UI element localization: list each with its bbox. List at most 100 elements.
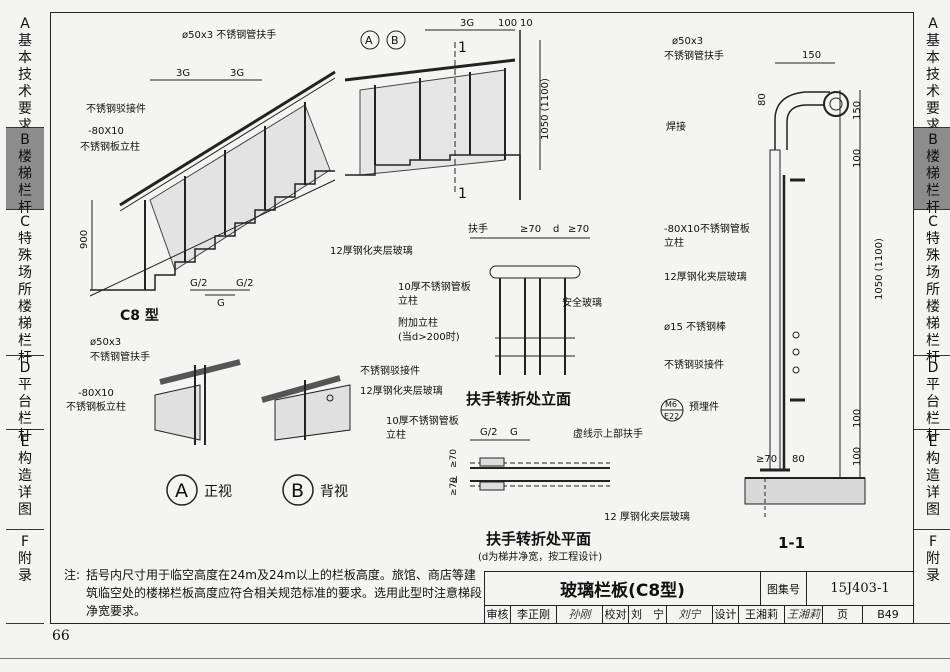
section-handrail-name: 不锈钢管扶手 [664, 49, 724, 62]
tab-char: 梯 [926, 316, 940, 332]
elev-dim-g2-a: G/2 [190, 278, 207, 289]
section-dim-100b: 100 [852, 409, 863, 428]
turn-elev-dim-70b: ≥70 [568, 224, 589, 235]
review-label: 审核 [485, 605, 511, 623]
turn-elev-dim-70a: ≥70 [520, 224, 541, 235]
tab-char: 梯 [18, 166, 32, 182]
tab-char: 特 [18, 231, 32, 247]
section-embed-e: E22 [664, 412, 679, 421]
stair-posts [144, 102, 306, 290]
tab-char: 录 [18, 568, 32, 584]
tab-char: 栏 [18, 411, 32, 427]
atlas-label: 图集号 [761, 572, 807, 605]
elev-label-connector: 不锈钢驳接件 [86, 102, 146, 115]
view-a-circle-icon [166, 474, 198, 506]
tab-char: 所 [926, 282, 940, 298]
designer-signature: 王湘莉 [785, 605, 823, 623]
turn-plan-caption: 扶手转折处平面 [486, 530, 591, 548]
reviewer-name: 李正刚 [511, 605, 557, 623]
checker-signature: 刘宁 [667, 605, 713, 623]
elev-label-post-2: 不锈钢板立柱 [80, 140, 140, 153]
turn-plan-post-2: 立柱 [386, 428, 406, 441]
turn-elev-post-2: 立柱 [398, 294, 418, 307]
view-b-letter: B [291, 480, 304, 502]
tab-char: 栏 [18, 183, 32, 199]
section-weld: 焊接 [666, 120, 686, 133]
section-ref-dim-3g: 3G [460, 18, 474, 29]
elev-dim-3g-a: 3G [176, 68, 190, 79]
elev-dim-g: G [217, 298, 225, 309]
turn-plan-glass: 12 厚钢化夹层玻璃 [604, 510, 690, 523]
tab-char: 图 [18, 502, 32, 518]
tab-letter: B [928, 132, 938, 148]
section-1-1 [744, 62, 866, 520]
design-label: 设计 [713, 605, 739, 623]
section-handrail-tube [823, 91, 849, 117]
tab-char: 详 [18, 485, 32, 501]
turn-plan-dashed: 虚线示上部扶手 [573, 427, 643, 440]
section-post-2: 立柱 [664, 236, 684, 249]
tab-letter: C [20, 214, 30, 230]
turn-elev-dim-d: d [553, 224, 559, 235]
drawing-title: 玻璃栏板(C8型) [485, 572, 761, 605]
note-label: 注: [64, 568, 81, 582]
tab-char: 殊 [18, 248, 32, 264]
page-number: 66 [52, 628, 70, 644]
turn-elev-post-1: 10厚不锈钢管板 [398, 280, 471, 293]
tab-char: 杆 [18, 350, 32, 366]
tab-letter: E [928, 434, 938, 450]
section-dim-100c: 100 [852, 447, 863, 466]
tab-char: 殊 [926, 248, 940, 264]
detail-connector: 不锈钢驳接件 [360, 364, 420, 377]
elev-label-glass: 12厚钢化夹层玻璃 [330, 244, 413, 257]
turn-plan-side-70b: ≥70 [449, 477, 459, 496]
section-dim-80: 80 [757, 93, 768, 106]
tab-char: 杆 [926, 200, 940, 216]
tab-char: 特 [926, 231, 940, 247]
detail-glass: 12厚钢化夹层玻璃 [360, 384, 443, 397]
tab-char: 附 [18, 551, 32, 567]
tab-letter: C [928, 214, 938, 230]
tab-char: 栏 [926, 183, 940, 199]
section-ref-b: B [391, 34, 399, 47]
section-handrail-size: ø50x3 [672, 36, 703, 47]
turn-plan [470, 439, 610, 491]
tab-char: 杆 [18, 200, 32, 216]
section-rod: ø15 不锈钢棒 [664, 320, 726, 333]
tab-char: 杆 [926, 350, 940, 366]
turn-plan-side-70a: ≥70 [449, 449, 459, 468]
detail-view-a [154, 359, 241, 445]
tab-char: 梯 [18, 316, 32, 332]
tab-letter: D [927, 360, 939, 376]
turn-plan-side-d: d [452, 476, 458, 486]
tab-char: 台 [926, 394, 940, 410]
tab-char: 术 [926, 84, 940, 100]
tab-char: 基 [926, 33, 940, 49]
section-dim-80b: 80 [792, 454, 805, 465]
tab-char: 构 [926, 451, 940, 467]
section-ref-cut-bottom: 1 [458, 186, 467, 202]
turn-plan-post-1: 10厚不锈钢管板 [386, 414, 459, 427]
turn-plan-subcaption: (d为梯井净宽，按工程设计) [478, 550, 602, 563]
turn-elev-caption: 扶手转折处立面 [466, 390, 571, 408]
section-ref-a: A [365, 34, 373, 47]
detail-post-name: 不锈钢板立柱 [66, 400, 126, 413]
tab-char: 附 [926, 551, 940, 567]
turn-elev-handrail: 扶手 [468, 222, 488, 235]
detail-post-size: -80X10 [78, 388, 114, 399]
tab-char: 本 [926, 50, 940, 66]
tab-char: 栏 [18, 333, 32, 349]
section-ref-dim-10: 10 [520, 18, 533, 29]
elev-dim-g2-b: G/2 [236, 278, 253, 289]
